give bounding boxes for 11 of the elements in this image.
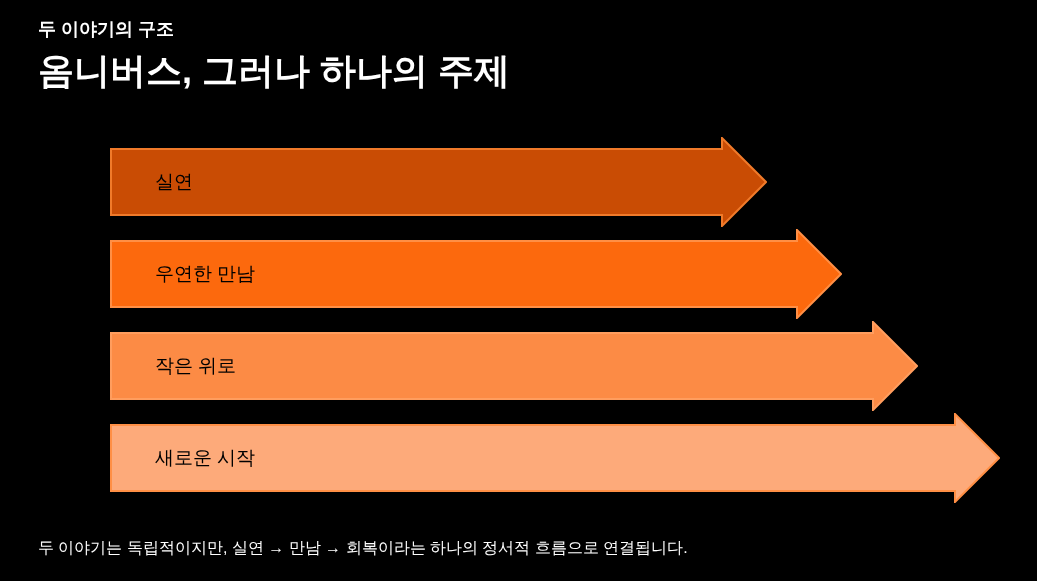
band-label: 실연	[155, 169, 193, 194]
arrow-band	[110, 229, 842, 319]
band-label: 새로운 시작	[155, 445, 256, 470]
arrow-band	[110, 321, 918, 411]
arrow-band	[110, 137, 767, 227]
title: 옴니버스, 그러나 하나의 주제	[38, 49, 510, 93]
caption: 두 이야기는 독립적이지만, 실연 → 만남 → 회복이라는 하나의 정서적 흐름으로 연결됩니다.	[38, 538, 688, 558]
band-label: 우연한 만남	[155, 261, 256, 286]
arrow-band	[110, 413, 1000, 503]
subtitle: 두 이야기의 구조	[38, 18, 174, 41]
band-label: 작은 위로	[155, 353, 237, 378]
